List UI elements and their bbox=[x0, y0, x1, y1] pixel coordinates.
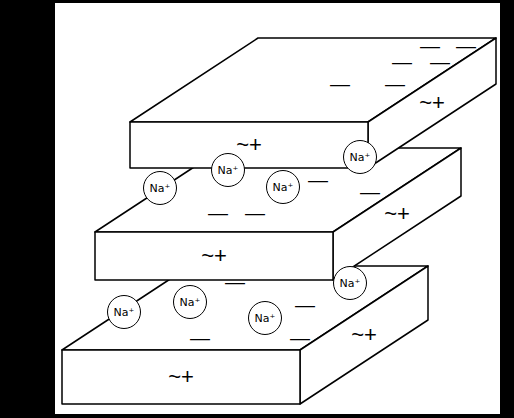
edge-charge-label: ~+ bbox=[351, 324, 377, 346]
sodium-ion-circle: Na⁺ bbox=[333, 266, 367, 300]
sodium-ion-circle: Na⁺ bbox=[248, 301, 282, 335]
edge-charge-label: ~+ bbox=[168, 366, 194, 388]
ion-label: Na⁺ bbox=[350, 152, 371, 163]
sodium-ion-circle: Na⁺ bbox=[107, 295, 141, 329]
surface-charge-label: — bbox=[392, 52, 412, 72]
ion-label: Na⁺ bbox=[218, 165, 239, 176]
sodium-ion-circle: Na⁺ bbox=[143, 171, 177, 205]
edge-charge-label: ~+ bbox=[384, 203, 410, 225]
ion-label: Na⁺ bbox=[340, 278, 361, 289]
ion-label: Na⁺ bbox=[114, 307, 135, 318]
ion-label: Na⁺ bbox=[273, 182, 294, 193]
sodium-ion-circle: Na⁺ bbox=[173, 285, 207, 319]
edge-charge-label: ~+ bbox=[236, 134, 262, 156]
sheet-front-face bbox=[95, 232, 333, 280]
surface-charge-label: — bbox=[430, 52, 450, 72]
surface-charge-label: — bbox=[190, 328, 210, 348]
surface-charge-label: — bbox=[225, 272, 245, 292]
surface-charge-label: — bbox=[245, 203, 265, 223]
sheet-front-face bbox=[130, 122, 368, 168]
ground bbox=[55, 3, 500, 414]
edge-charge-label: ~+ bbox=[419, 92, 445, 114]
sodium-ion-circle: Na⁺ bbox=[211, 153, 245, 187]
ion-label: Na⁺ bbox=[255, 313, 276, 324]
surface-charge-label: — bbox=[330, 74, 350, 94]
surface-charge-label: — bbox=[308, 170, 328, 190]
sodium-ion-circle: Na⁺ bbox=[266, 170, 300, 204]
surface-charge-label: — bbox=[385, 74, 405, 94]
surface-charge-label: — bbox=[295, 295, 315, 315]
bottom-clay-sheet bbox=[62, 266, 428, 404]
sodium-ion-circle: Na⁺ bbox=[343, 140, 377, 174]
edge-charge-label: ~+ bbox=[201, 245, 227, 267]
ion-label: Na⁺ bbox=[150, 183, 171, 194]
surface-charge-label: — bbox=[290, 328, 310, 348]
sheet-front-face bbox=[62, 350, 300, 404]
top-clay-sheet bbox=[130, 38, 496, 168]
sheet-side-face bbox=[300, 266, 428, 404]
surface-charge-label: — bbox=[360, 182, 380, 202]
ion-label: Na⁺ bbox=[180, 297, 201, 308]
surface-charge-label: — bbox=[456, 36, 476, 56]
surface-charge-label: — bbox=[208, 203, 228, 223]
sheet-side-face bbox=[368, 38, 496, 168]
